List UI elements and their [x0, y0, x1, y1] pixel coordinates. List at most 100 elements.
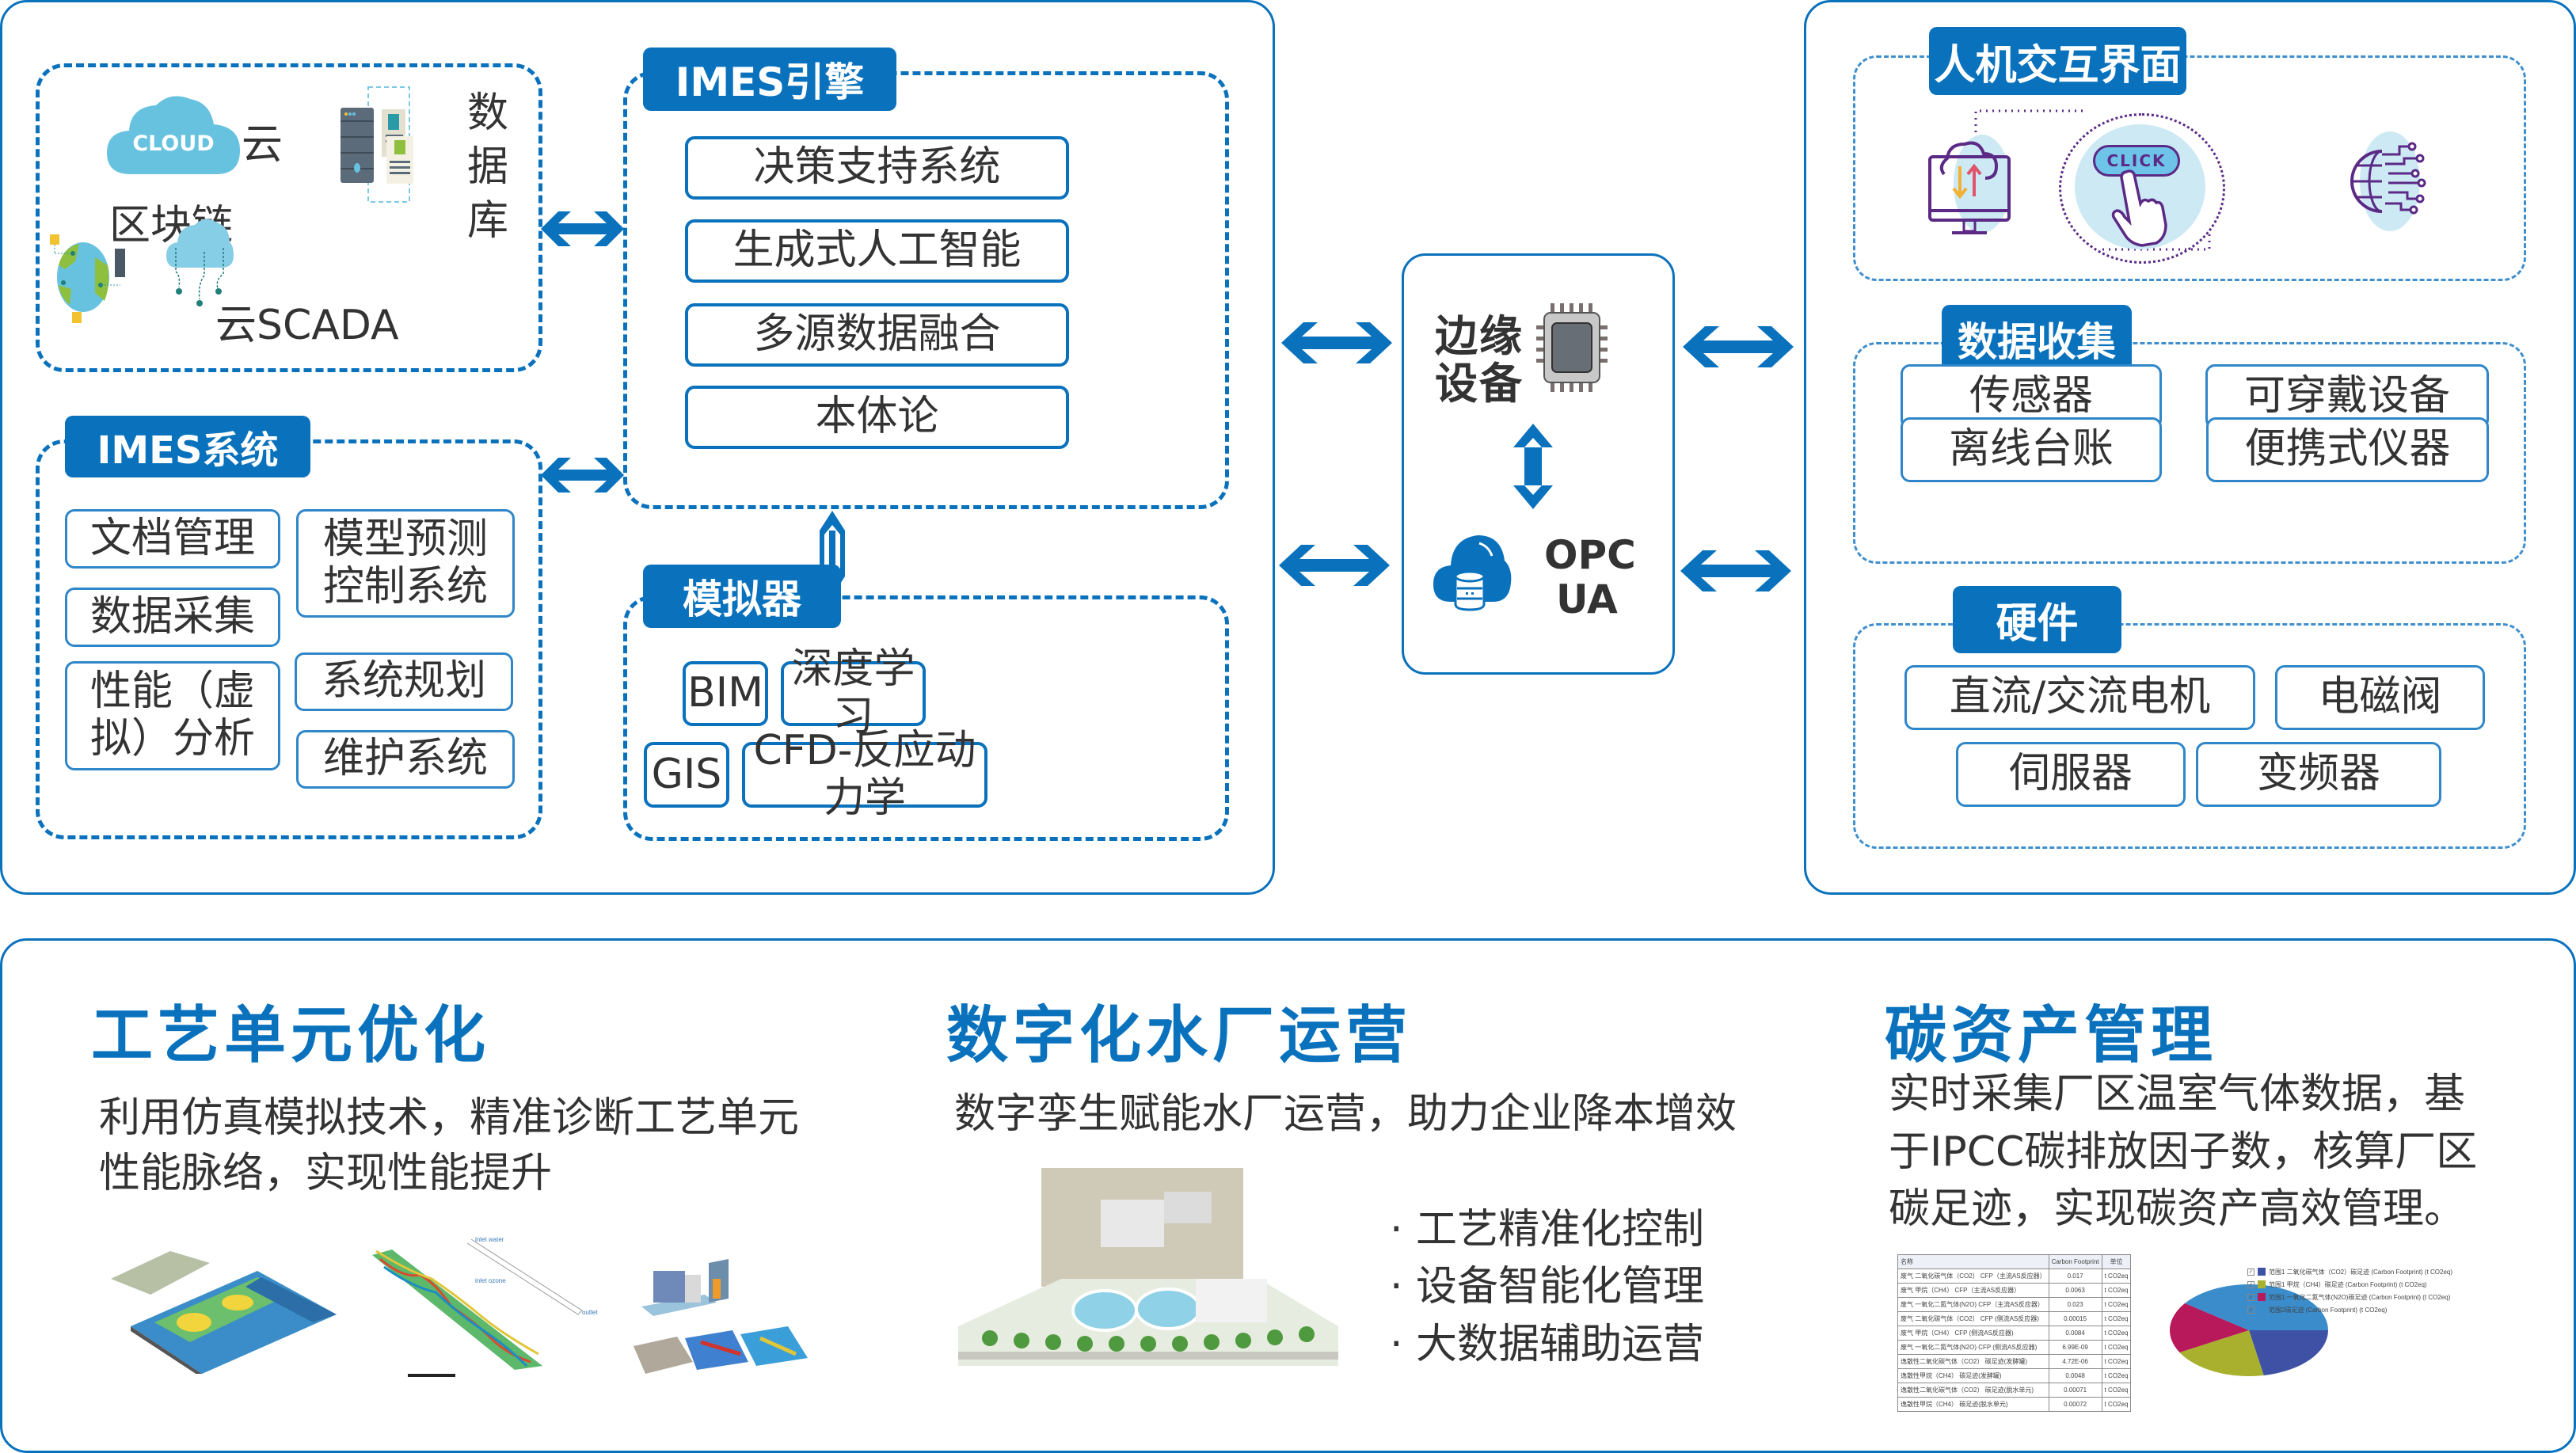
bidirectional-arrow-icon [541, 211, 624, 246]
hw-item-solenoid-valve[interactable]: 电磁阀 [2275, 665, 2485, 730]
pie-legend-item[interactable]: ✓ 范围2碳足迹 (Carbon Footprint) (t CO2eq) [2247, 1303, 2452, 1316]
legend-label: 范围2碳足迹 (Carbon Footprint) (t CO2eq) [2269, 1306, 2388, 1314]
simulator-group [623, 595, 1229, 841]
imes-engine-group [623, 71, 1229, 509]
pie-legend-item[interactable]: ✓ 范围1 甲烷（CH4）碳足迹 (Carbon Footprint) (t CO… [2247, 1278, 2452, 1291]
cloud-scada-icon [166, 219, 234, 306]
carbon-row-value: 0.0084 [2048, 1326, 2102, 1341]
sim-item-deep-learning[interactable]: 深度学习 [781, 645, 926, 740]
cfd-streamline-image: inlet water inlet ozone outlet [372, 1236, 598, 1377]
bidirectional-arrow-icon [541, 458, 624, 493]
bidirectional-arrow-icon [1279, 545, 1390, 586]
carbon-desc-3: 碳足迹，实现碳资产高效管理。 [1889, 1185, 2466, 1233]
legend-swatch [2258, 1268, 2266, 1276]
hardware-group [1853, 623, 2526, 849]
carbon-row-name: 废气 二氧化碳气体（CO2） CFP（主流AS反应器） [1897, 1269, 2049, 1284]
digital-plant-desc: 数字孪生赋能水厂运营，助力企业降本增效 [954, 1090, 1737, 1138]
imes-item-performance-analysis[interactable]: 性能（虚 拟）分析 [65, 661, 280, 770]
carbon-row-name: 废气 一氧化二氮气体(N2O) CFP (侧流AS反应器) [1897, 1340, 2049, 1355]
database-server-icon [341, 86, 413, 203]
carbon-row-unit: t CO2eq [2101, 1269, 2132, 1284]
click-icon-circle[interactable] [2059, 113, 2225, 264]
sim-item-cfd-reaction-kinetics[interactable]: CFD-反应动力学 [742, 727, 987, 821]
pie-slice-ch4 [2179, 1330, 2264, 1376]
carbon-row-unit: t CO2eq [2101, 1283, 2132, 1298]
dc-item-offline-ledger[interactable]: 离线台账 [1901, 417, 2162, 482]
legend-swatch [2258, 1306, 2266, 1314]
carbon-pie-legend: ✓范围1 二氧化碳气体（CO2）碳足迹 (Carbon Footprint) (… [2247, 1265, 2452, 1316]
bidirectional-arrow-icon [1680, 550, 1791, 591]
carbon-row-value: 0.0063 [2048, 1283, 2102, 1298]
digital-plant-bullet-1: · 工艺精准化控制 [1390, 1206, 1705, 1253]
applications-panel [0, 938, 2576, 1453]
engine-item-generative-ai[interactable]: 生成式人工智能 [685, 219, 1069, 283]
hw-item-inverter[interactable]: 变频器 [2196, 742, 2441, 807]
hw-item-dc-ac-motor[interactable]: 直流/交流电机 [1904, 665, 2255, 730]
carbon-row-unit: t CO2eq [2101, 1368, 2132, 1383]
carbon-table-header: Carbon Footprint [2048, 1254, 2102, 1269]
legend-swatch [2258, 1293, 2266, 1301]
pie-legend-item[interactable]: ✓ 范围1 一氧化二氮气体(N2O)碳足迹 (Carbon Footprint) … [2247, 1291, 2452, 1303]
sim-item-bim[interactable]: BIM [683, 661, 768, 726]
sim-item-gis[interactable]: GIS [644, 742, 729, 808]
imes-engine-tag: IMES引擎 [643, 48, 896, 111]
hand-pointer-icon [2111, 169, 2167, 247]
cfd-label-outlet: outlet [582, 1309, 598, 1316]
click-button-icon[interactable]: CLICK [2093, 145, 2180, 177]
perf-line-1: 性能（虚 [89, 668, 255, 716]
legend-label: 范围1 一氧化二氮气体(N2O)碳足迹 (Carbon Footprint) (… [2269, 1293, 2451, 1301]
carbon-table-header: 单位 [2101, 1254, 2132, 1269]
process-optimization-title: 工艺单元优化 [91, 1000, 491, 1071]
mpc-line-2: 控制系统 [322, 562, 488, 610]
hw-item-servo[interactable]: 伺服器 [1956, 742, 2186, 807]
dc-item-portable-instrument[interactable]: 便携式仪器 [2206, 417, 2489, 482]
carbon-row-unit: t CO2eq [2101, 1311, 2132, 1326]
database-label-1: 数 [467, 89, 509, 137]
imes-item-system-planning[interactable]: 系统规划 [295, 652, 513, 711]
imes-item-mpc-system[interactable]: 模型预测 控制系统 [296, 509, 515, 618]
legend-checkbox-icon[interactable]: ✓ [2247, 1306, 2254, 1314]
pie-legend-item[interactable]: ✓范围1 二氧化碳气体（CO2）碳足迹 (Carbon Footprint) (… [2247, 1265, 2452, 1278]
carbon-row-unit: t CO2eq [2101, 1326, 2132, 1341]
imes-item-maintenance-system[interactable]: 维护系统 [296, 730, 515, 789]
carbon-title: 碳资产管理 [1885, 1000, 2218, 1071]
legend-checkbox-icon[interactable]: ✓ [2247, 1280, 2254, 1288]
bidirectional-arrow-icon [1683, 326, 1794, 367]
carbon-row-value: 0.023 [2048, 1297, 2102, 1312]
engine-item-decision-support[interactable]: 决策支持系统 [685, 136, 1069, 200]
digital-plant-bullet-2: · 设备智能化管理 [1390, 1263, 1705, 1310]
opc-label-line-2: UA [1556, 576, 1618, 622]
legend-checkbox-icon[interactable]: ✓ [2247, 1293, 2254, 1301]
vertical-bidirectional-arrow-icon [820, 511, 845, 596]
cloud-monitor-icon[interactable] [1920, 135, 2027, 245]
network-globe-icon[interactable] [2344, 131, 2439, 238]
edge-label-line-2: 设备 [1435, 359, 1524, 409]
pie-slice-co2 [2249, 1330, 2328, 1375]
engine-item-ontology[interactable]: 本体论 [685, 386, 1069, 449]
data-collection-tag: 数据收集 [1942, 305, 2132, 372]
chip-icon [1536, 303, 1608, 392]
carbon-row-value: 0.00071 [2048, 1383, 2102, 1398]
pie-slice-scope2 [2185, 1284, 2328, 1330]
cloud-label: 云 [242, 121, 283, 169]
database-label-2: 据 [467, 143, 509, 191]
carbon-row-name: 废气 二氧化碳气体（CO2） CFP (侧流AS反应器) [1897, 1311, 2049, 1326]
cloud-icon: CLOUD [107, 96, 240, 174]
engine-item-multisource-fusion[interactable]: 多源数据融合 [685, 303, 1069, 367]
perf-line-2: 拟）分析 [89, 715, 255, 763]
carbon-row-unit: t CO2eq [2101, 1340, 2132, 1355]
carbon-row-name: 逸散性甲烷（CH4） 碳足迹(发酵罐) [1897, 1368, 2049, 1383]
legend-checkbox-icon[interactable]: ✓ [2247, 1268, 2254, 1276]
legend-label: 范围1 甲烷（CH4）碳足迹 (Carbon Footprint) (t CO2… [2269, 1280, 2427, 1288]
imes-item-doc-management[interactable]: 文档管理 [65, 509, 280, 569]
legend-swatch [2258, 1280, 2266, 1288]
imes-item-data-acquisition[interactable]: 数据采集 [65, 588, 280, 647]
